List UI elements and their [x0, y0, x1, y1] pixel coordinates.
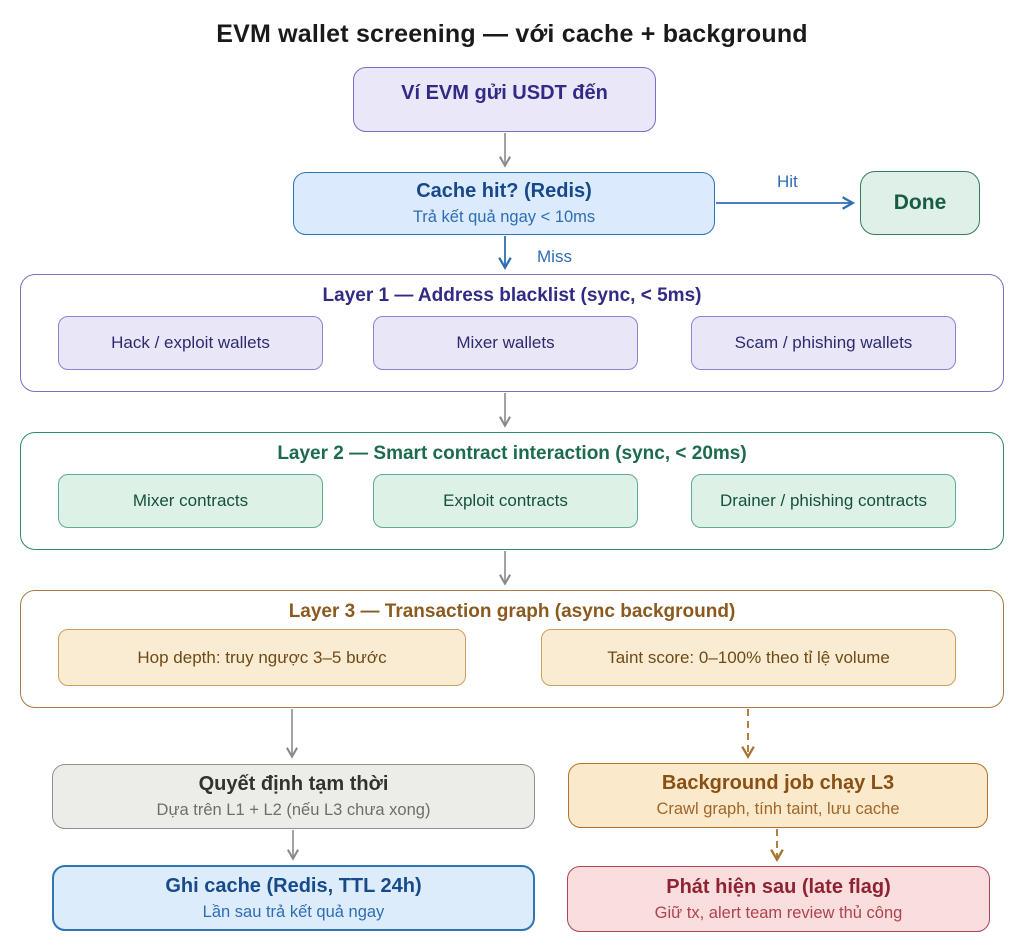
layer1-item-mixer-wallets: Mixer wallets: [373, 316, 638, 370]
layer3-container: Layer 3 — Transaction graph (async backg…: [20, 590, 1004, 708]
edge-label-hit: Hit: [774, 172, 801, 192]
layer3-item-taint-score: Taint score: 0–100% theo tỉ lệ volume: [541, 629, 956, 686]
edge-label-miss: Miss: [534, 247, 575, 267]
node-late-flag-title: Phát hiện sau (late flag): [666, 875, 891, 898]
node-write-cache-subtitle: Lần sau trả kết quả ngay: [202, 902, 385, 921]
layer2-item-drainer-phishing-contracts: Drainer / phishing contracts: [691, 474, 956, 528]
layer1-item-scam-phishing-wallets: Scam / phishing wallets: [691, 316, 956, 370]
node-write-cache: Ghi cache (Redis, TTL 24h) Lần sau trả k…: [52, 865, 535, 931]
node-cache-check-title: Cache hit? (Redis): [416, 180, 592, 202]
node-late-flag: Phát hiện sau (late flag) Giữ tx, alert …: [567, 866, 990, 932]
layer1-container: Layer 1 — Address blacklist (sync, < 5ms…: [20, 274, 1004, 392]
node-wallet-input-label: Ví EVM gửi USDT đến: [401, 82, 608, 104]
node-background-job: Background job chạy L3 Crawl graph, tính…: [568, 763, 988, 828]
node-cache-check-subtitle: Trả kết quả ngay < 10ms: [412, 208, 596, 226]
node-wallet-input: Ví EVM gửi USDT đến: [353, 67, 656, 132]
layer3-item-hop-depth: Hop depth: truy ngược 3–5 bước: [58, 629, 466, 686]
layer1-title: Layer 1 — Address blacklist (sync, < 5ms…: [322, 285, 702, 306]
node-done: Done: [860, 171, 980, 235]
layer2-item-mixer-contracts: Mixer contracts: [58, 474, 323, 528]
layer2-container: Layer 2 — Smart contract interaction (sy…: [20, 432, 1004, 550]
node-done-label: Done: [893, 191, 947, 214]
node-write-cache-title: Ghi cache (Redis, TTL 24h): [165, 874, 422, 897]
node-provisional-decision-title: Quyết định tạm thời: [198, 773, 389, 795]
layer3-title: Layer 3 — Transaction graph (async backg…: [288, 601, 736, 622]
layer2-item-exploit-contracts: Exploit contracts: [373, 474, 638, 528]
node-cache-check: Cache hit? (Redis) Trả kết quả ngay < 10…: [293, 172, 715, 235]
node-late-flag-subtitle: Giữ tx, alert team review thủ công: [654, 903, 903, 922]
node-background-job-subtitle: Crawl graph, tính taint, lưu cache: [656, 800, 900, 818]
node-background-job-title: Background job chạy L3: [661, 772, 895, 794]
diagram-title: EVM wallet screening — với cache + backg…: [216, 20, 808, 48]
layer2-title: Layer 2 — Smart contract interaction (sy…: [277, 443, 747, 464]
node-provisional-decision-subtitle: Dựa trên L1 + L2 (nếu L3 chưa xong): [156, 801, 431, 819]
layer1-item-hack-exploit-wallets: Hack / exploit wallets: [58, 316, 323, 370]
node-provisional-decision: Quyết định tạm thời Dựa trên L1 + L2 (nế…: [52, 764, 535, 829]
